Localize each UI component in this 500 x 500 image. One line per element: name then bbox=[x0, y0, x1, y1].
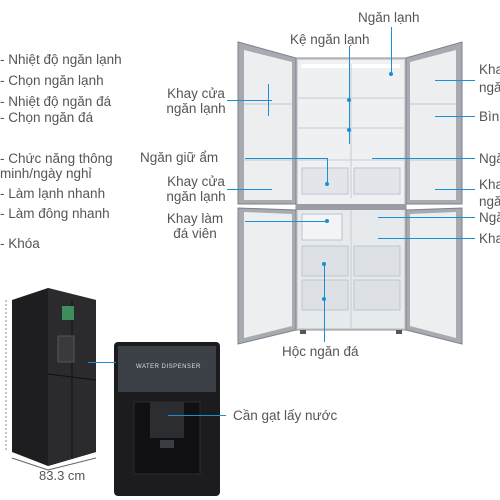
callout-line-right-3 bbox=[372, 158, 475, 159]
label-door-tray-2: Khay cửa ngăn lạnh bbox=[166, 174, 226, 204]
label-freezer-drawer: Hộc ngăn đá bbox=[282, 344, 359, 359]
callout-line-fridge bbox=[391, 27, 392, 73]
label-right-6: Kha bbox=[479, 231, 500, 246]
label-right-5: Ngă bbox=[479, 210, 500, 225]
callout-line-right-4 bbox=[435, 189, 475, 190]
label-dispenser-lever: Cần gạt lấy nước bbox=[233, 408, 338, 423]
label-right-3: Ngă bbox=[479, 151, 500, 166]
label-right-1: Kha bbox=[479, 62, 500, 77]
callout-line-crisper bbox=[245, 158, 328, 159]
label-right-2: Bình bbox=[479, 109, 500, 124]
label-fridge-shelf: Kệ ngăn lạnh bbox=[290, 32, 370, 47]
callout-line-lever bbox=[168, 415, 226, 416]
callout-dot bbox=[389, 72, 393, 76]
callout-line-crisper-v bbox=[327, 158, 328, 184]
callout-line-drawer bbox=[324, 262, 325, 342]
control-lock: - Khóa bbox=[0, 236, 40, 251]
callout-line-right-6 bbox=[378, 238, 475, 239]
label-right-4: Kha bbox=[479, 177, 500, 192]
callout-dot bbox=[347, 98, 351, 102]
callout-line-right-1 bbox=[435, 80, 475, 81]
callout-line-door-tray-2 bbox=[227, 189, 272, 190]
callout-dot bbox=[347, 128, 351, 132]
control-smart-holiday: - Chức năng thông minh/ngày nghỉ bbox=[0, 151, 113, 181]
label-fridge-compartment: Ngăn lạnh bbox=[358, 10, 420, 25]
control-select-freezer: - Chọn ngăn đá bbox=[0, 110, 94, 125]
callout-dot bbox=[322, 297, 326, 301]
label-door-tray: Khay cửa ngăn lạnh bbox=[166, 86, 226, 116]
callout-line-door-tray bbox=[227, 100, 272, 101]
control-select-fridge: - Chọn ngăn lạnh bbox=[0, 73, 104, 88]
callout-dot bbox=[322, 262, 326, 266]
dimension-label: 83.3 cm bbox=[39, 468, 86, 483]
callout-line-shelf bbox=[349, 46, 350, 144]
callout-line-dispenser bbox=[88, 362, 116, 363]
label-ice-tray: Khay làm đá viên bbox=[166, 211, 224, 241]
callout-line-ice bbox=[245, 221, 327, 222]
dispenser-text: WATER DISPENSER bbox=[136, 364, 201, 370]
control-fast-cool: - Làm lạnh nhanh bbox=[0, 186, 106, 201]
callout-line-door-tray-v bbox=[268, 84, 269, 116]
control-fast-freeze: - Làm đông nhanh bbox=[0, 206, 110, 221]
label-right-4b: ngă bbox=[479, 194, 500, 209]
label-right-1b: ngă bbox=[479, 80, 500, 95]
callout-line-right-5 bbox=[378, 217, 475, 218]
callout-dot bbox=[325, 182, 329, 186]
callout-line-right-2 bbox=[435, 116, 475, 117]
callout-dot bbox=[325, 219, 329, 223]
control-freezer-temp: - Nhiệt độ ngăn đá bbox=[0, 94, 112, 109]
control-fridge-temp: - Nhiệt độ ngăn lạnh bbox=[0, 52, 122, 67]
label-crisper: Ngăn giữ ẩm bbox=[140, 150, 219, 165]
